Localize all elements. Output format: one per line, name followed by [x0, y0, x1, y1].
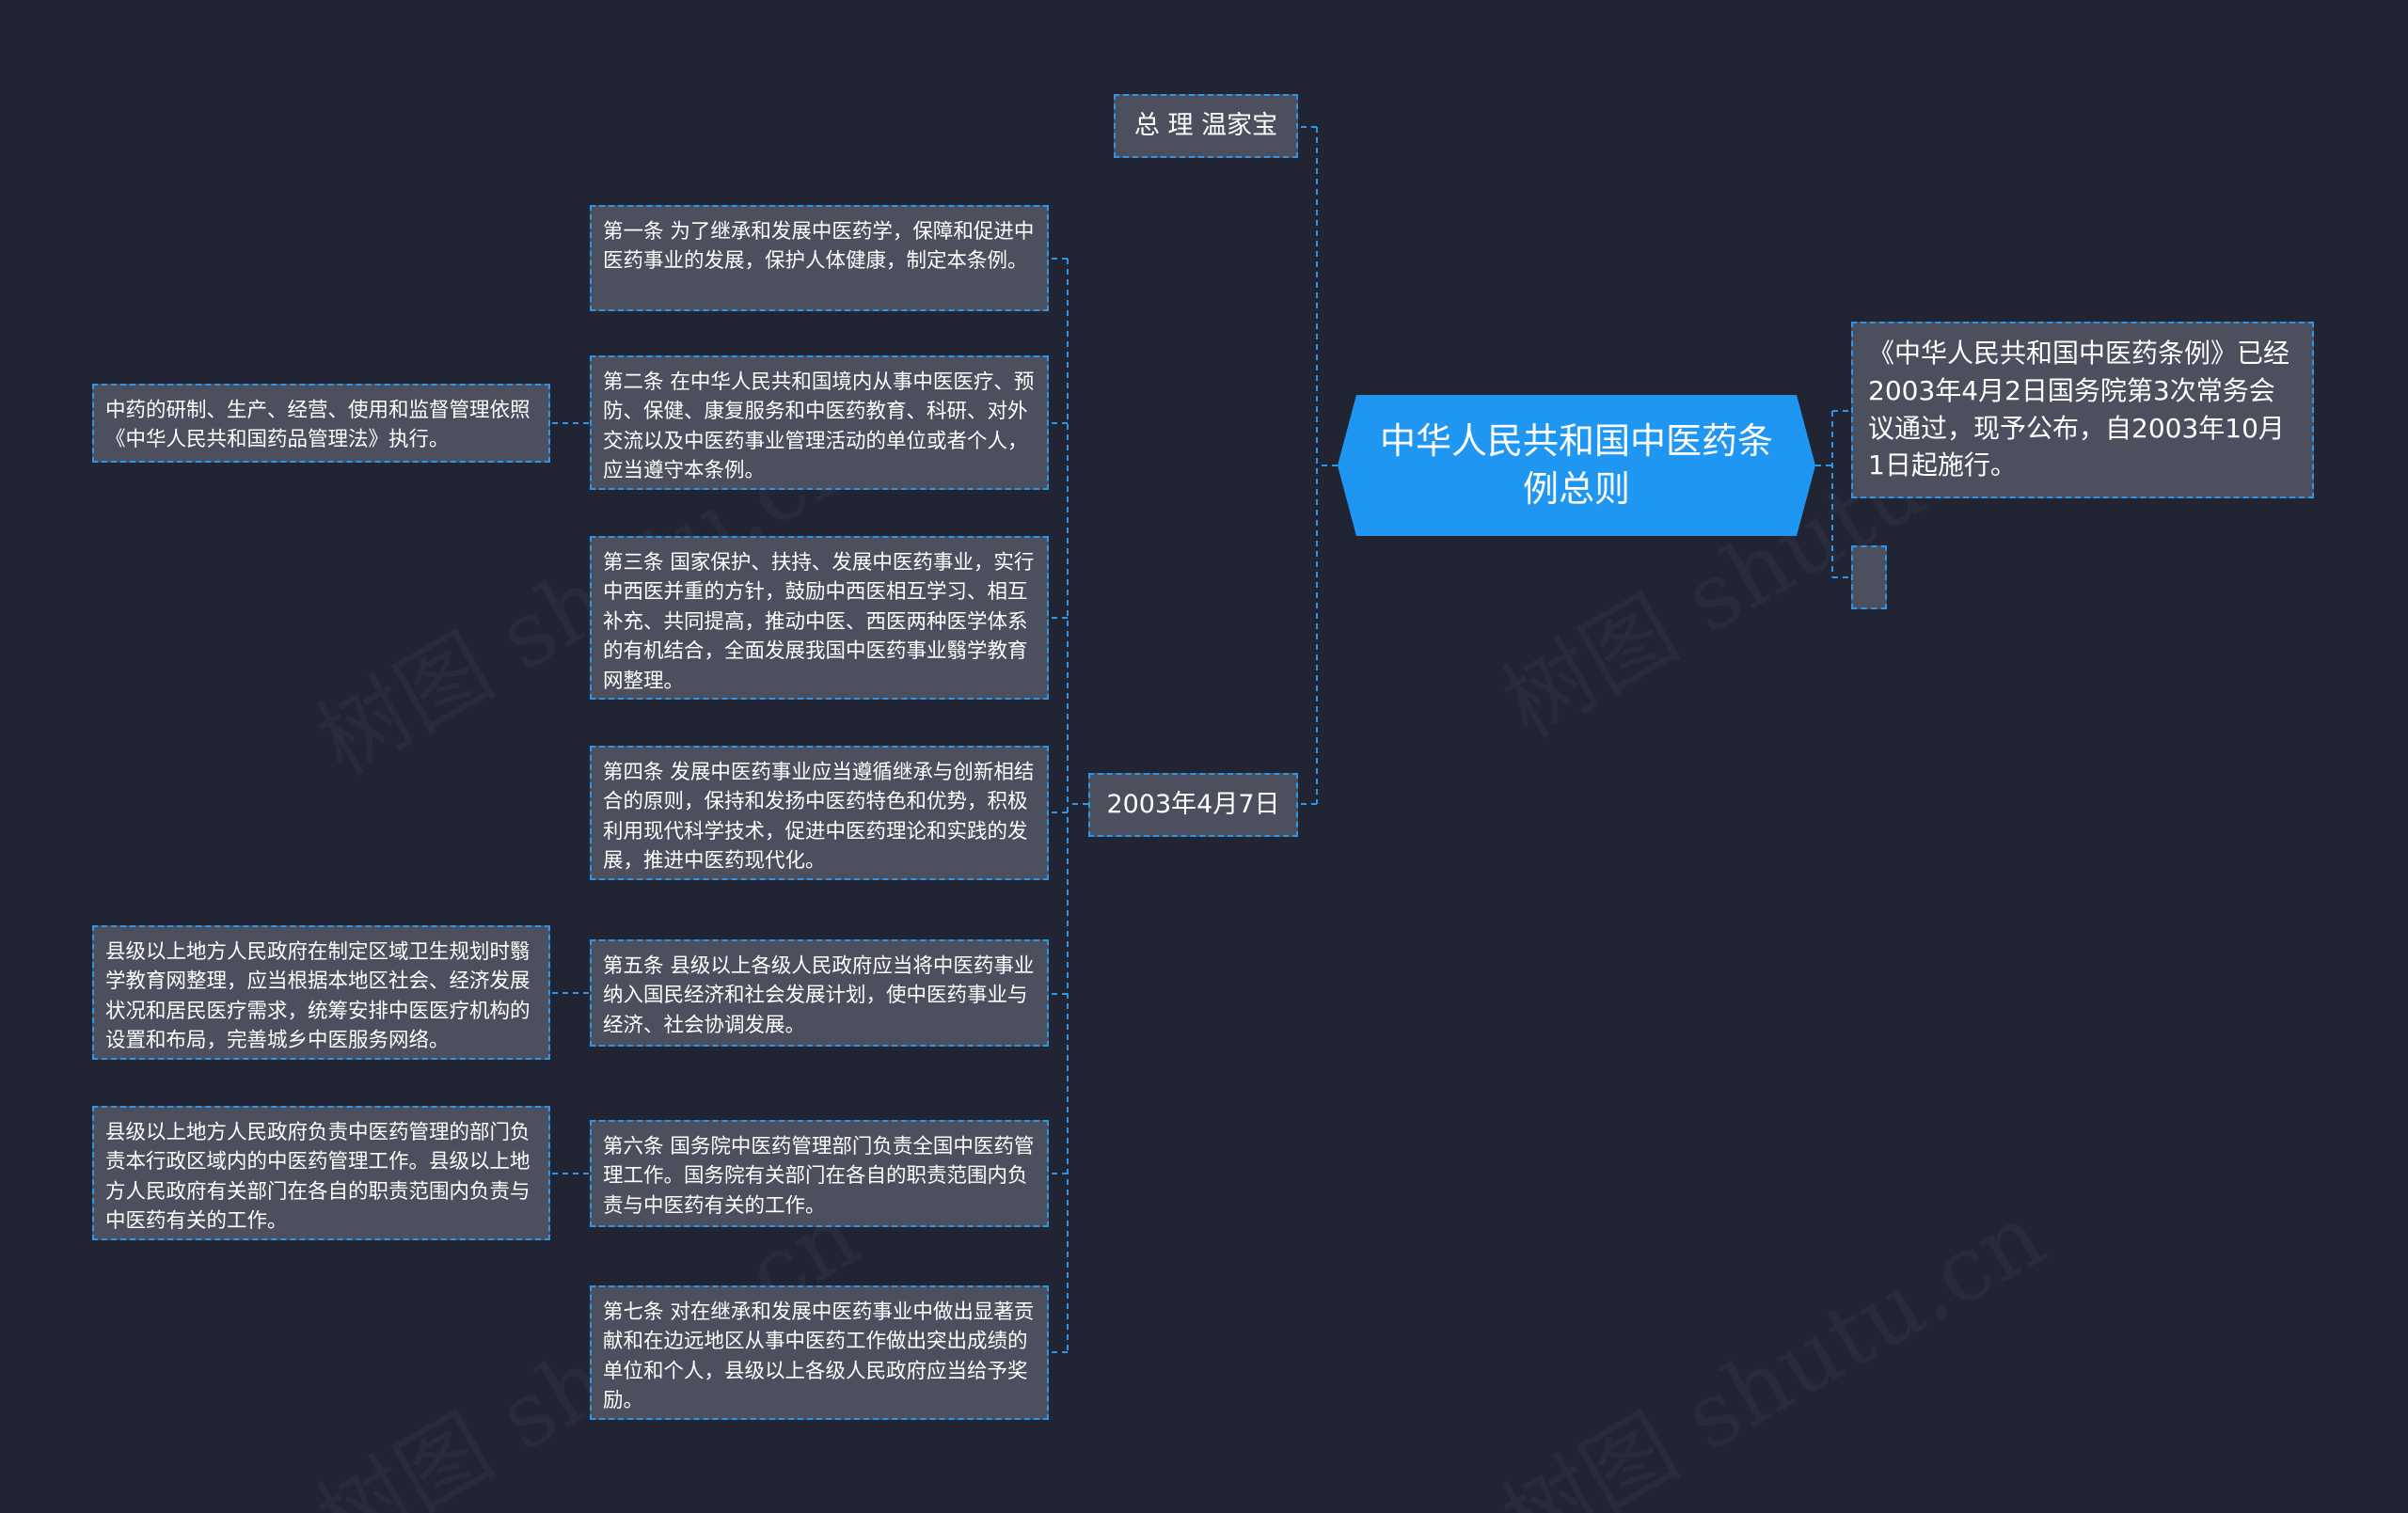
article-node-4[interactable]: 第四条 发展中医药事业应当遵循继承与创新相结合的原则，保持和发扬中医药特色和优势…	[590, 746, 1049, 880]
premier-text: 总 理 温家宝	[1133, 111, 1278, 141]
announcement-node[interactable]: 《中华人民共和国中医药条例》已经2003年4月2日国务院第3次常务会议通过，现予…	[1851, 322, 2314, 498]
article-node-1[interactable]: 第一条 为了继承和发展中医药学，保障和促进中医药事业的发展，保护人体健康，制定本…	[590, 205, 1049, 311]
empty-node[interactable]	[1851, 545, 1887, 609]
detail-text: 县级以上地方人民政府在制定区域卫生规划时翳学教育网整理，应当根据本地区社会、经济…	[105, 940, 531, 1053]
root-node[interactable]: 中华人民共和国中医药条例总则	[1338, 395, 1815, 536]
date-node[interactable]: 2003年4月7日	[1088, 773, 1298, 837]
article-node-7[interactable]: 第七条 对在继承和发展中医药事业中做出显著贡献和在边远地区从事中医药工作做出突出…	[590, 1285, 1049, 1420]
detail-node-5[interactable]: 县级以上地方人民政府在制定区域卫生规划时翳学教育网整理，应当根据本地区社会、经济…	[92, 925, 550, 1060]
article-text: 第四条 发展中医药事业应当遵循继承与创新相结合的原则，保持和发扬中医药特色和优势…	[603, 761, 1035, 874]
article-text: 第二条 在中华人民共和国境内从事中医医疗、预防、保健、康复服务和中医药教育、科研…	[603, 370, 1035, 483]
detail-text: 中药的研制、生产、经营、使用和监督管理依照《中华人民共和国药品管理法》执行。	[105, 399, 531, 452]
article-text: 第三条 国家保护、扶持、发展中医药事业，实行中西医并重的方针，鼓励中西医相互学习…	[603, 551, 1035, 693]
watermark: 树图 shutu.cn	[1475, 1165, 2063, 1513]
article-text: 第七条 对在继承和发展中医药事业中做出显著贡献和在边远地区从事中医药工作做出突出…	[603, 1300, 1035, 1413]
article-node-5[interactable]: 第五条 县级以上各级人民政府应当将中医药事业纳入国民经济和社会发展计划，使中医药…	[590, 939, 1049, 1047]
connector-root-right-spine	[1815, 411, 1833, 577]
detail-text: 县级以上地方人民政府负责中医药管理的部门负责本行政区域内的中医药管理工作。县级以…	[105, 1121, 531, 1234]
root-title: 中华人民共和国中医药条例总则	[1379, 419, 1773, 510]
announcement-text: 《中华人民共和国中医药条例》已经2003年4月2日国务院第3次常务会议通过，现予…	[1868, 338, 2290, 481]
article-node-3[interactable]: 第三条 国家保护、扶持、发展中医药事业，实行中西医并重的方针，鼓励中西医相互学习…	[590, 536, 1049, 700]
detail-node-6[interactable]: 县级以上地方人民政府负责中医药管理的部门负责本行政区域内的中医药管理工作。县级以…	[92, 1106, 550, 1240]
connector-root-left-spine	[1316, 127, 1338, 804]
detail-node-2[interactable]: 中药的研制、生产、经营、使用和监督管理依照《中华人民共和国药品管理法》执行。	[92, 384, 550, 463]
article-text: 第六条 国务院中医药管理部门负责全国中医药管理工作。国务院有关部门在各自的职责范…	[603, 1135, 1035, 1218]
date-text: 2003年4月7日	[1106, 790, 1280, 820]
premier-node[interactable]: 总 理 温家宝	[1114, 94, 1298, 158]
article-text: 第一条 为了继承和发展中医药学，保障和促进中医药事业的发展，保护人体健康，制定本…	[603, 220, 1035, 274]
article-text: 第五条 县级以上各级人民政府应当将中医药事业纳入国民经济和社会发展计划，使中医药…	[603, 954, 1035, 1037]
article-node-6[interactable]: 第六条 国务院中医药管理部门负责全国中医药管理工作。国务院有关部门在各自的职责范…	[590, 1120, 1049, 1227]
article-node-2[interactable]: 第二条 在中华人民共和国境内从事中医医疗、预防、保健、康复服务和中医药教育、科研…	[590, 355, 1049, 490]
